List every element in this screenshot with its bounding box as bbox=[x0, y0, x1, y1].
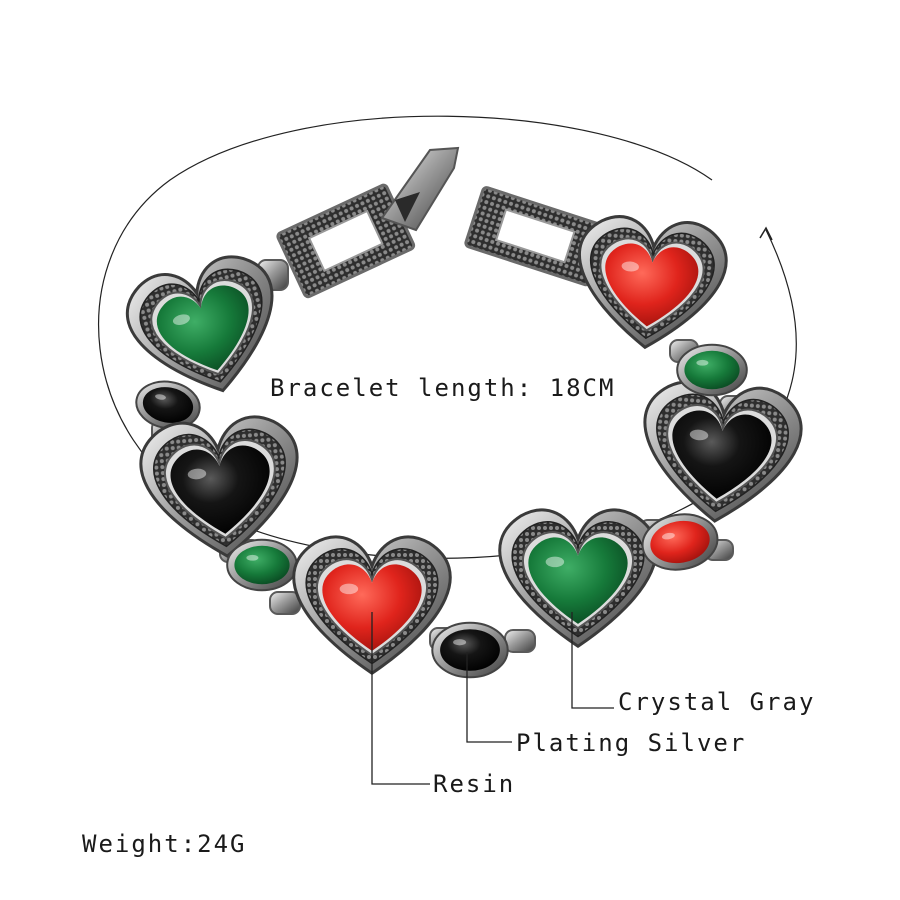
resin-leader-line bbox=[371, 612, 430, 785]
heart-stone-black bbox=[139, 415, 299, 558]
callout-plating-silver: Plating Silver bbox=[516, 729, 747, 757]
bracelet-length-label: Bracelet length: 18CM bbox=[270, 374, 616, 402]
callout-resin: Resin bbox=[433, 770, 516, 798]
crystal-leader-line bbox=[571, 612, 614, 709]
heart-stone-red bbox=[292, 535, 452, 676]
oval-stone-red bbox=[641, 513, 719, 571]
heart-stone-green bbox=[126, 255, 274, 393]
stones-layer bbox=[126, 215, 803, 679]
heart-stone-green bbox=[498, 508, 658, 649]
weight-label: Weight:24G bbox=[82, 830, 247, 858]
heart-stone-black bbox=[643, 380, 803, 523]
callout-crystal-gray: Crystal Gray bbox=[618, 688, 816, 716]
arrow-head-icon bbox=[759, 226, 773, 241]
heart-stone-red bbox=[577, 215, 728, 350]
plating-leader-line bbox=[466, 652, 512, 743]
clasp bbox=[276, 146, 609, 299]
oval-stone-green bbox=[226, 538, 298, 592]
oval-stone-black bbox=[135, 380, 201, 430]
callout-lines bbox=[371, 612, 614, 785]
oval-stone-black bbox=[431, 621, 509, 679]
oval-stone-green bbox=[676, 343, 748, 397]
